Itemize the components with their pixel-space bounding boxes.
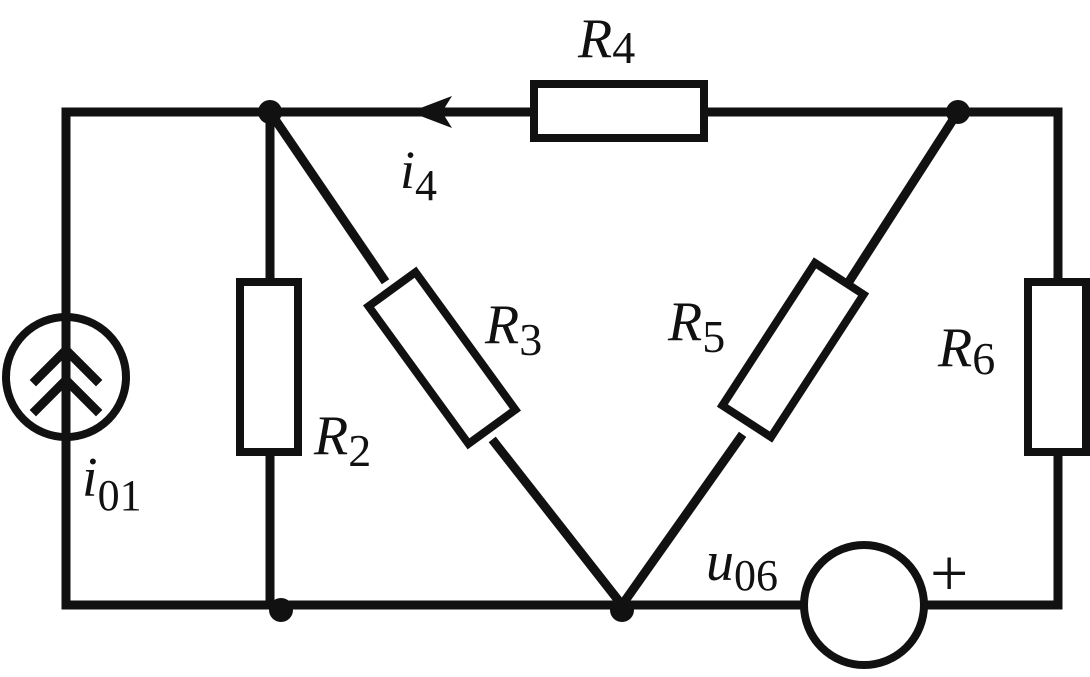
resistor-r3 xyxy=(362,266,522,450)
wires xyxy=(61,105,1063,612)
voltage-source-u06 xyxy=(800,541,928,669)
label-r5: R5 xyxy=(667,291,725,362)
label-plus: + xyxy=(930,535,968,611)
label-r4: R4 xyxy=(577,8,635,73)
node-top-left xyxy=(258,100,282,124)
label-r2: R2 xyxy=(313,405,371,476)
resistor-r2 xyxy=(236,278,302,456)
wire-r5-lower xyxy=(615,431,747,612)
arrow-left-icon xyxy=(410,96,452,128)
resistor-r4 xyxy=(530,80,708,142)
resistor-r5 xyxy=(716,257,870,443)
label-r6: R6 xyxy=(937,317,995,384)
node-bottom-left xyxy=(269,598,293,622)
label-i4: i4 xyxy=(400,140,437,210)
current-source-i01 xyxy=(2,313,130,445)
wire-r5-upper xyxy=(843,105,965,287)
wire-r3-upper xyxy=(263,105,390,285)
wire-r3-lower xyxy=(488,436,629,612)
label-i01: i01 xyxy=(82,447,142,520)
node-top-right xyxy=(946,100,970,124)
label-u06: u06 xyxy=(706,531,778,600)
resistor-r6 xyxy=(1024,278,1090,456)
node-bottom-middle xyxy=(610,598,634,622)
label-r3: R3 xyxy=(484,294,542,365)
